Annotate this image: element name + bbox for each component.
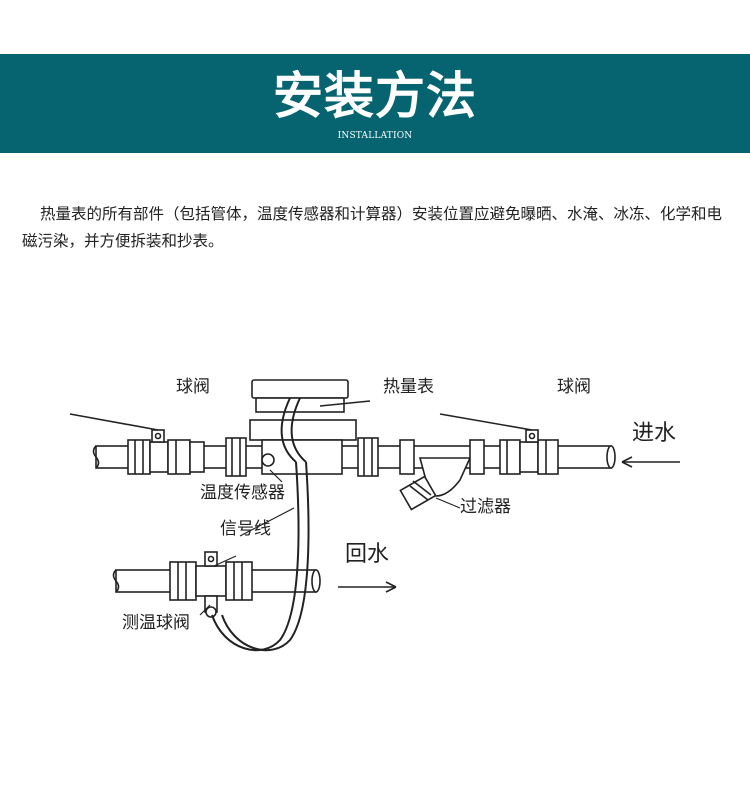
ball-valve-left [69,413,205,475]
lower-pipe [112,551,321,618]
filter-body [399,439,485,511]
signal-cable [211,461,300,652]
installation-diagram: 球阀 热量表 球阀 进水 温度传感器 过滤器 信号线 回水 测温球阀 [69,377,680,652]
label-ball-valve-left: 球阀 [176,377,210,397]
label-return-water: 回水 [345,542,389,567]
label-water-in: 进水 [632,421,676,446]
label-ball-valve-right: 球阀 [557,377,591,397]
label-heat-meter: 热量表 [383,377,434,397]
label-filter: 过滤器 [460,497,511,517]
union-right [357,437,379,477]
label-temp-sensor: 温度传感器 [200,483,285,503]
ball-valve-right [439,413,559,475]
heat-meter [249,379,371,475]
union-left [225,437,247,477]
intro-paragraph: 热量表的所有部件（包括管体，温度传感器和计算器）安装位置应避免曝晒、水淹、冰冻、… [22,205,723,250]
banner-subtitle: INSTALLATION [337,131,413,141]
label-signal-line: 信号线 [220,519,271,539]
banner-title: 安装方法 [273,67,477,125]
label-temp-ball-valve: 测温球阀 [122,613,190,633]
title-banner: 安装方法 INSTALLATION [0,54,750,153]
